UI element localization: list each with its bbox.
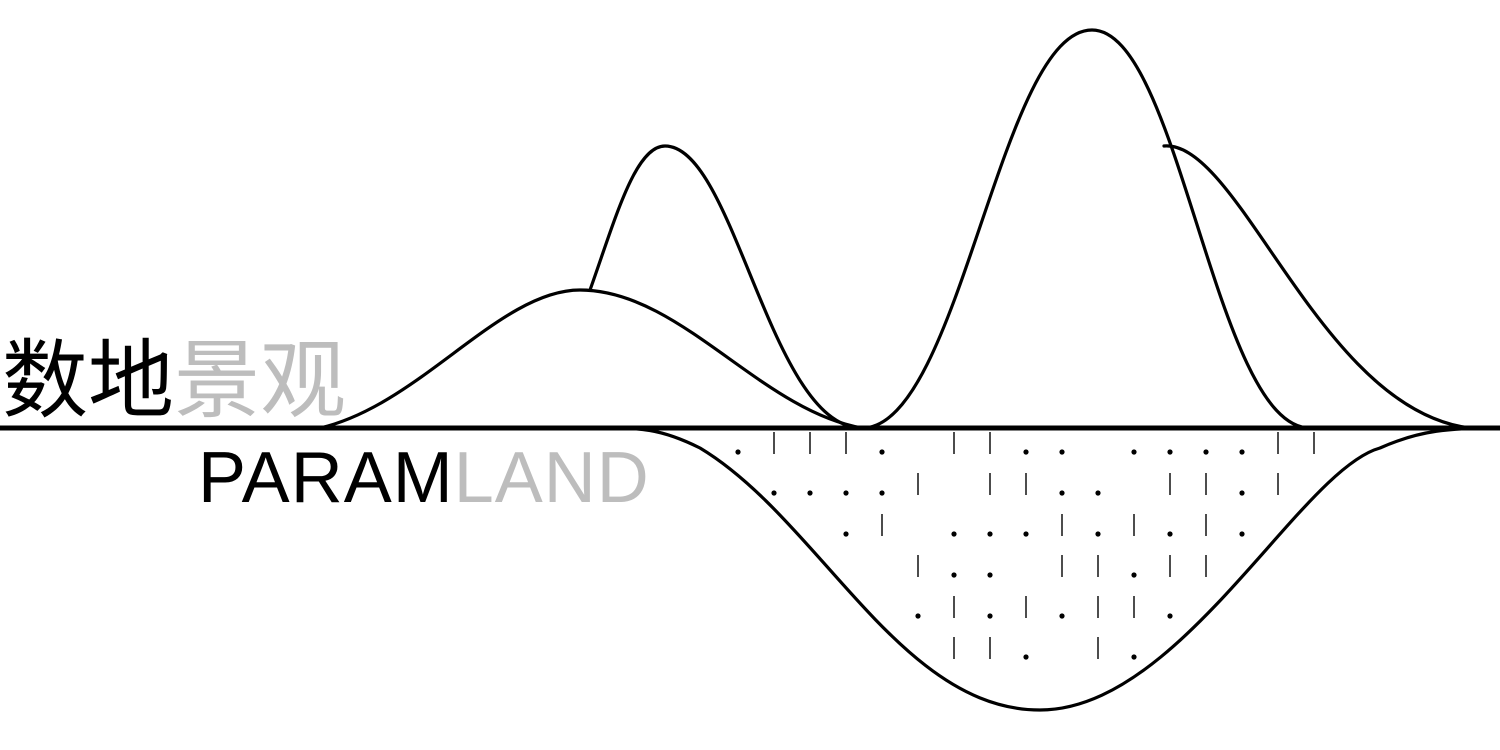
hatch-dot: [771, 490, 777, 496]
hatch-dot: [807, 490, 813, 496]
hatch-dot: [987, 613, 993, 619]
hatch-dot: [1239, 490, 1245, 496]
hatch-dot: [843, 490, 849, 496]
hatch-dot: [1023, 654, 1029, 660]
hatch-dot: [1023, 449, 1029, 455]
hatch-dot: [987, 531, 993, 537]
hatch-dot: [1059, 613, 1065, 619]
hatch-dot: [843, 531, 849, 537]
logo-english-primary: PARAM: [198, 438, 454, 518]
hatch-dot: [1095, 531, 1101, 537]
hatch-dot: [1167, 613, 1173, 619]
hatch-dot: [915, 613, 921, 619]
hatch-dot: [1203, 449, 1209, 455]
hatch-dot: [1239, 449, 1245, 455]
hatch-dot: [879, 490, 885, 496]
logo-english-secondary: LAND: [454, 438, 650, 518]
logo-chinese-secondary: 景观: [174, 331, 346, 431]
logo-wordmark-chinese: 数地景观: [2, 331, 346, 431]
hatch-dot: [1059, 449, 1065, 455]
hatch-dot: [1167, 531, 1173, 537]
hatch-dot: [1131, 654, 1137, 660]
hatch-dot: [951, 572, 957, 578]
valley-curve: [598, 426, 1500, 712]
logo-chinese-primary: 数地: [2, 331, 174, 431]
hatch-dot: [1131, 449, 1137, 455]
hill-right-shoulder: [1162, 144, 1472, 430]
hatch-dot: [1023, 531, 1029, 537]
hatch-dot: [1167, 449, 1173, 455]
hatch-dot: [987, 572, 993, 578]
valley-hatch-pattern: [735, 432, 1315, 660]
hatch-dot: [1239, 531, 1245, 537]
hatch-dot: [1131, 572, 1137, 578]
logo-wordmark-english: PARAMLAND: [198, 438, 650, 518]
hatch-dot: [951, 531, 957, 537]
hatch-dot: [879, 449, 885, 455]
hill-left-peak: [588, 144, 864, 430]
hatch-dot: [1095, 490, 1101, 496]
hatch-dot: [1059, 490, 1065, 496]
hatch-dot: [735, 449, 741, 455]
hill-left-broad: [318, 288, 864, 430]
hill-center-peak: [860, 28, 1312, 430]
